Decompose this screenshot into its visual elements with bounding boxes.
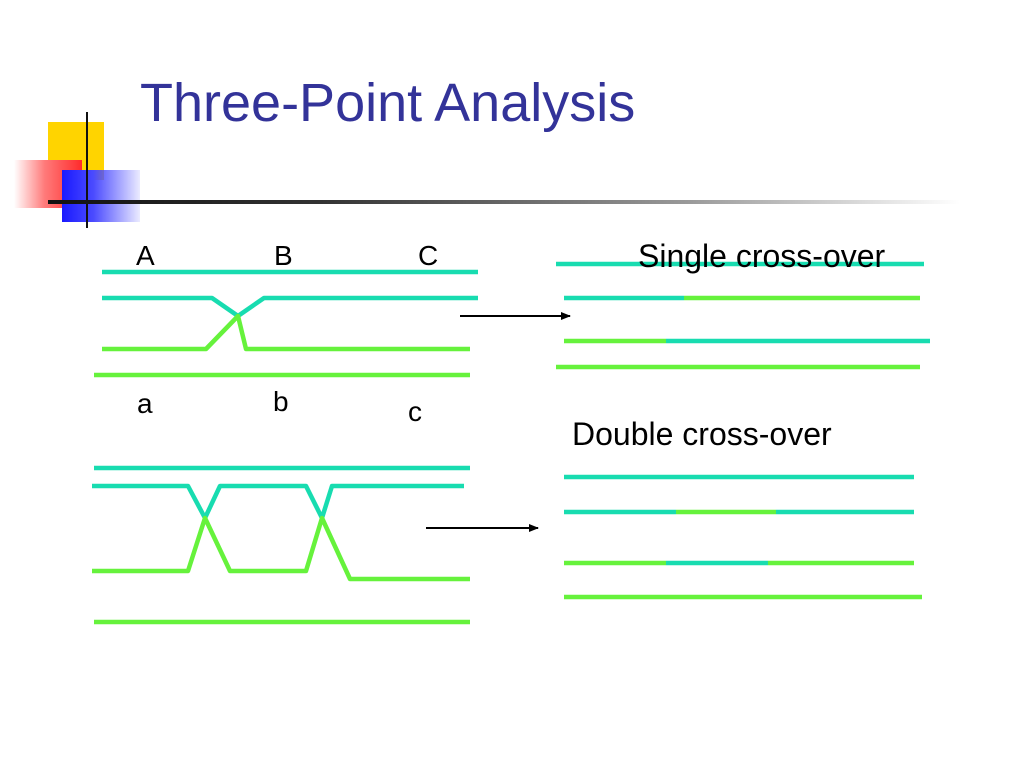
chromatid-teal-crossing (102, 295, 478, 319)
chromatid-teal-double-crossing (92, 483, 464, 521)
decor-vertical-line (86, 112, 88, 228)
slide-title: Three-Point Analysis (140, 73, 636, 133)
double-crossover-products (564, 474, 922, 600)
gene-label-b: b (273, 386, 289, 417)
gene-label-c: c (408, 396, 422, 427)
chromatid-green-crossing (102, 313, 470, 352)
decor-blue-square (62, 170, 140, 222)
caption-single-crossover: Single cross-over (638, 238, 886, 274)
gene-label-C: C (418, 240, 439, 271)
double-crossover-parental (92, 465, 470, 625)
gene-label-A: A (136, 240, 155, 271)
chromatid-green-double-crossing (92, 515, 470, 582)
gene-label-a: a (137, 388, 153, 419)
single-crossover-products (556, 261, 930, 370)
gene-label-B: B (274, 240, 293, 271)
caption-double-crossover: Double cross-over (572, 416, 832, 452)
title-underline (48, 200, 960, 204)
single-crossover-parental (94, 269, 478, 378)
